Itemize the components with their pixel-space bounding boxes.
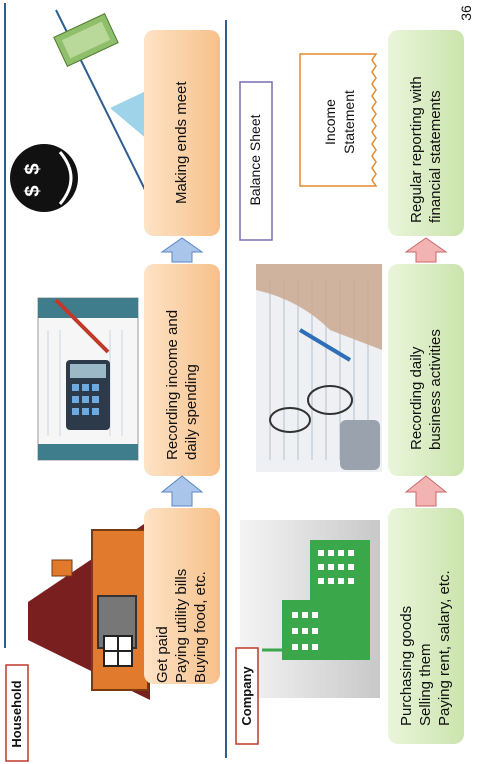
income-statement-line1: Income — [322, 99, 338, 145]
income-statement-label: Income Statement — [321, 77, 361, 167]
financial-paperwork-illustration — [256, 264, 382, 472]
company-step3-line2: financial statements — [427, 90, 444, 223]
company-step2-text: Recording daily business activities — [407, 290, 445, 450]
household-step3-text: Making ends meet — [172, 64, 192, 204]
company-step1-line2: Selling them — [417, 643, 434, 726]
company-step3-line1: Regular reporting with — [408, 76, 425, 223]
company-step3-box — [388, 30, 464, 236]
household-step3-line1: Making ends meet — [173, 81, 190, 204]
income-statement-line2: Statement — [341, 90, 357, 154]
household-step2-line2: daily spending — [183, 364, 200, 460]
household-step3-box — [144, 30, 220, 236]
household-step2-box — [144, 264, 220, 476]
household-step1-line1: Get paid — [154, 626, 171, 683]
income-statement-frame — [299, 53, 378, 187]
company-step1-box — [388, 508, 464, 744]
household-step1-line2: Paying utility bills — [173, 568, 190, 683]
household-label-frame — [5, 664, 29, 762]
company-step1-line1: Purchasing goods — [398, 605, 415, 726]
company-step2-line1: Recording daily — [408, 346, 425, 450]
household-step2-text: Recording income and daily spending — [163, 280, 201, 460]
slide-number: 36 — [458, 5, 474, 21]
company-arrow-2 — [404, 237, 448, 263]
company-step2-box — [388, 264, 464, 476]
company-step2-line2: business activities — [427, 329, 444, 450]
house-illustration — [28, 520, 150, 700]
household-step1-text: Get paid Paying utility bills Buying foo… — [153, 527, 211, 683]
balance-sheet-label: Balance Sheet — [246, 100, 266, 220]
city-buildings-illustration — [240, 520, 380, 698]
company-label-frame — [235, 647, 259, 745]
company-step1-line3: Paying rent, salary, etc. — [436, 570, 453, 726]
household-arrow-2 — [160, 237, 204, 263]
balance-sheet-text: Balance Sheet — [247, 114, 263, 206]
balance-sheet-frame — [239, 81, 273, 241]
company-label: Company — [239, 666, 254, 726]
dollar-icon: $ — [22, 185, 44, 197]
company-arrow-1 — [404, 475, 448, 507]
notebook-calculator-illustration — [37, 297, 139, 461]
household-step1-line3: Buying food, etc. — [192, 571, 209, 683]
dollar-icon: $ — [22, 163, 44, 175]
household-step1-box — [144, 508, 220, 684]
household-arrow-1 — [160, 475, 204, 507]
household-label: Household — [9, 680, 24, 748]
seesaw-money-illustration — [53, 9, 161, 221]
company-step1-text: Purchasing goods Selling them Paying ren… — [397, 526, 455, 726]
worried-face-illustration — [10, 144, 78, 212]
household-step2-line1: Recording income and — [164, 309, 181, 460]
company-step3-text: Regular reporting with financial stateme… — [407, 43, 445, 223]
